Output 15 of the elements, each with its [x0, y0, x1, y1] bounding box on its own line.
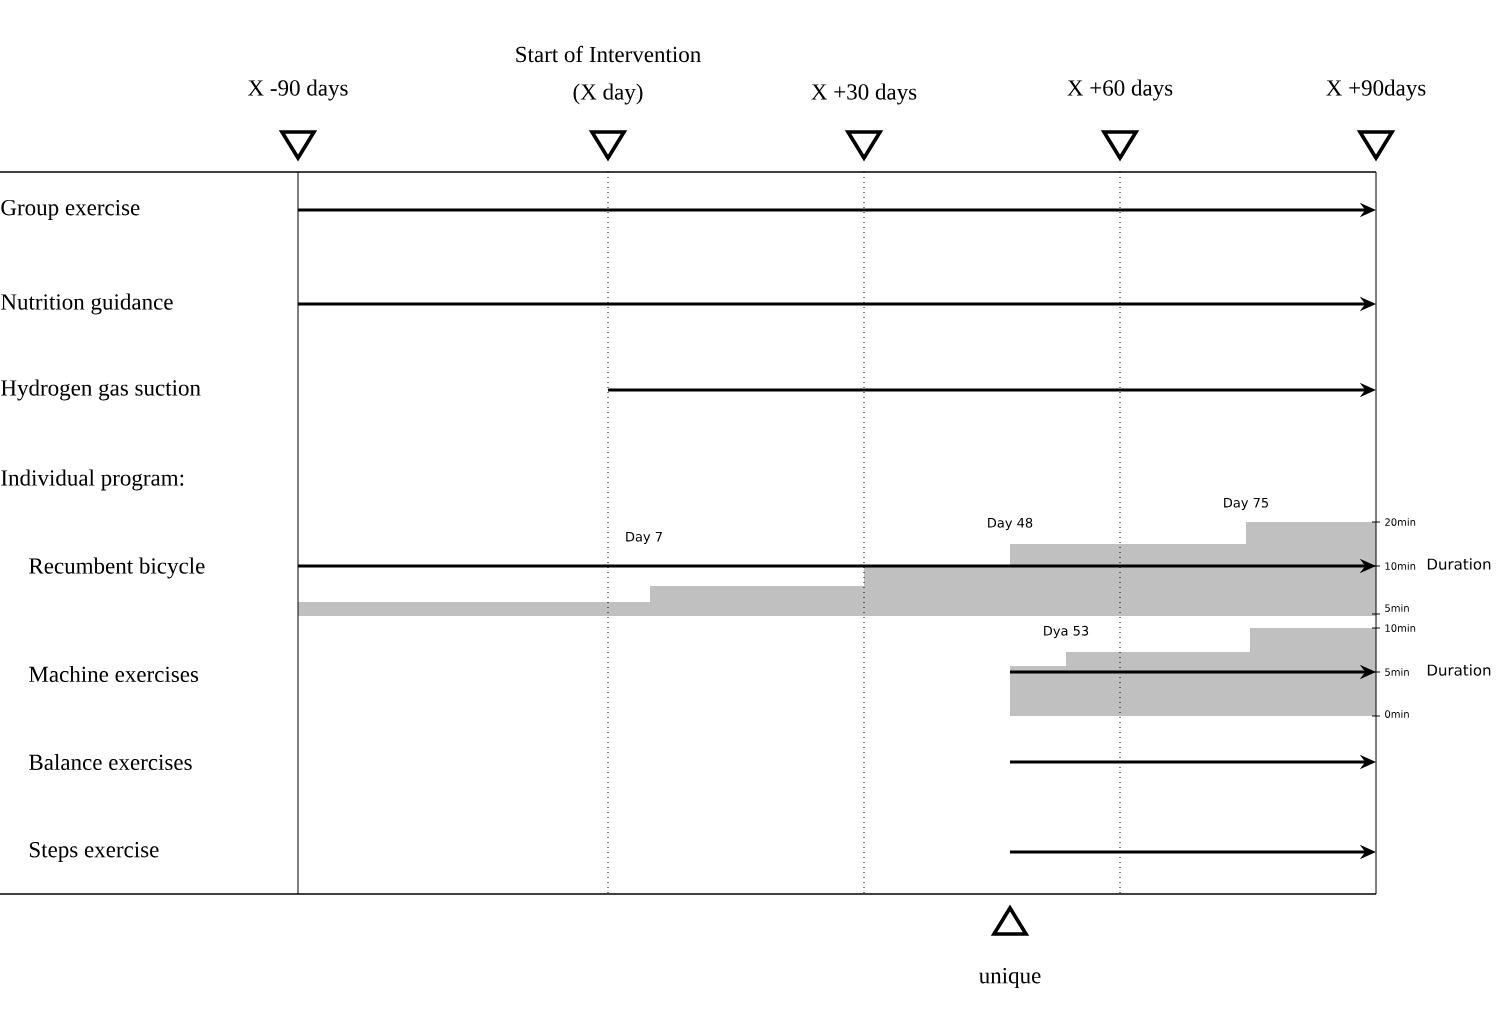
marker-label: (X day): [573, 83, 643, 105]
row-label: Recumbent bicycle: [29, 557, 205, 579]
marker-label: X +60 days: [1067, 79, 1173, 101]
row-label: Nutrition guidance: [1, 293, 173, 315]
marker-label: Start of Intervention: [516, 45, 701, 63]
row-label: Balance exercises: [29, 753, 192, 771]
row-label: Individual program:: [1, 469, 184, 491]
row-label: Group exercise: [1, 199, 140, 221]
row-label: Machine exercises: [29, 665, 199, 683]
marker-label: X +90days: [1326, 79, 1426, 101]
marker-label: X -90 days: [248, 79, 348, 101]
row-label: Steps exercise: [29, 841, 159, 863]
marker-label: unique: [979, 967, 1041, 989]
row-label: Hydrogen gas suction: [1, 379, 201, 401]
marker-label: X +30 days: [811, 83, 917, 105]
